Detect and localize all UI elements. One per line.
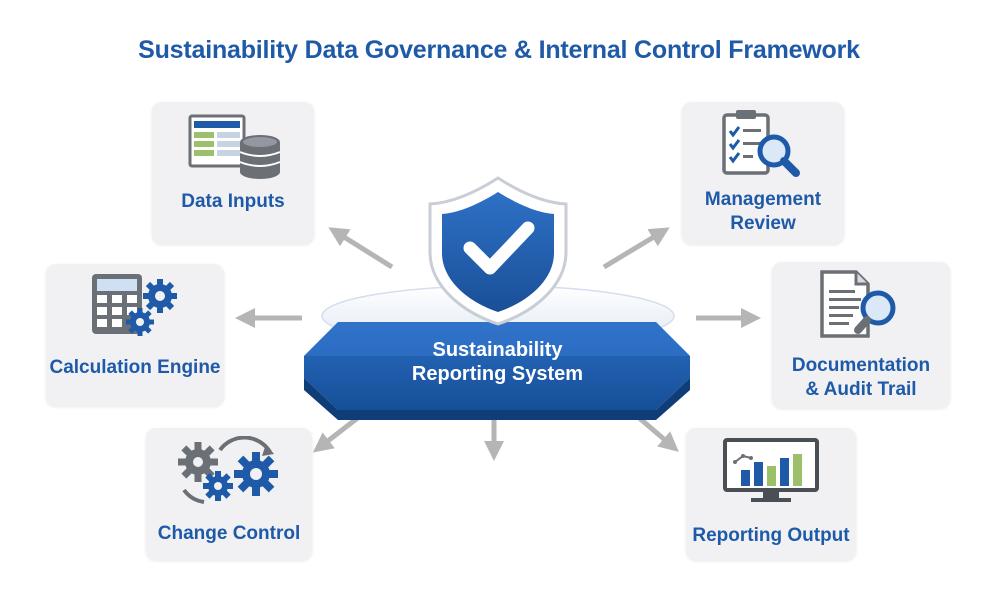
platform-rim	[304, 378, 690, 420]
document-magnifier-icon	[820, 270, 896, 338]
card-documentation-label-line1: Documentation	[791, 355, 931, 376]
card-change-control: Change Control	[146, 428, 312, 560]
clipboard-magnifier-icon	[722, 110, 800, 177]
card-data-inputs: Data Inputs	[152, 102, 314, 244]
card-documentation-label: Documentation & Audit Trail	[772, 354, 950, 402]
monitor-bar-chart-icon	[723, 438, 819, 502]
card-change-control-label: Change Control	[157, 523, 301, 544]
arrow-to-management-review	[602, 227, 670, 270]
card-management-review: Management Review	[682, 102, 844, 244]
card-data-inputs-label: Data Inputs	[181, 191, 285, 212]
card-reporting-output-label: Reporting Output	[692, 525, 850, 546]
card-calculation-engine: Calculation Engine	[46, 264, 224, 406]
diagram-title: Sustainability Data Governance & Interna…	[138, 36, 860, 64]
card-calculation-engine-label: Calculation Engine	[49, 357, 221, 378]
card-reporting-output: Reporting Output	[686, 428, 856, 560]
card-management-review-label-line2: Review	[730, 213, 796, 234]
hub-label: Sustainability Reporting System	[395, 338, 600, 386]
database-spreadsheet-icon	[188, 114, 281, 179]
hub-label-line2: Reporting System	[411, 363, 584, 385]
card-documentation-audit-trail: Documentation & Audit Trail	[772, 262, 950, 408]
card-management-review-label: Management Review	[682, 188, 844, 236]
arrow-to-data-inputs	[328, 227, 394, 270]
gears-cycle-icon	[178, 436, 278, 504]
calculator-gears-icon	[92, 274, 177, 336]
shield-check-icon	[428, 176, 568, 326]
card-management-review-label-line1: Management	[704, 189, 822, 210]
card-documentation-label-line2: & Audit Trail	[805, 379, 917, 400]
hub-label-line1: Sustainability	[432, 339, 563, 361]
